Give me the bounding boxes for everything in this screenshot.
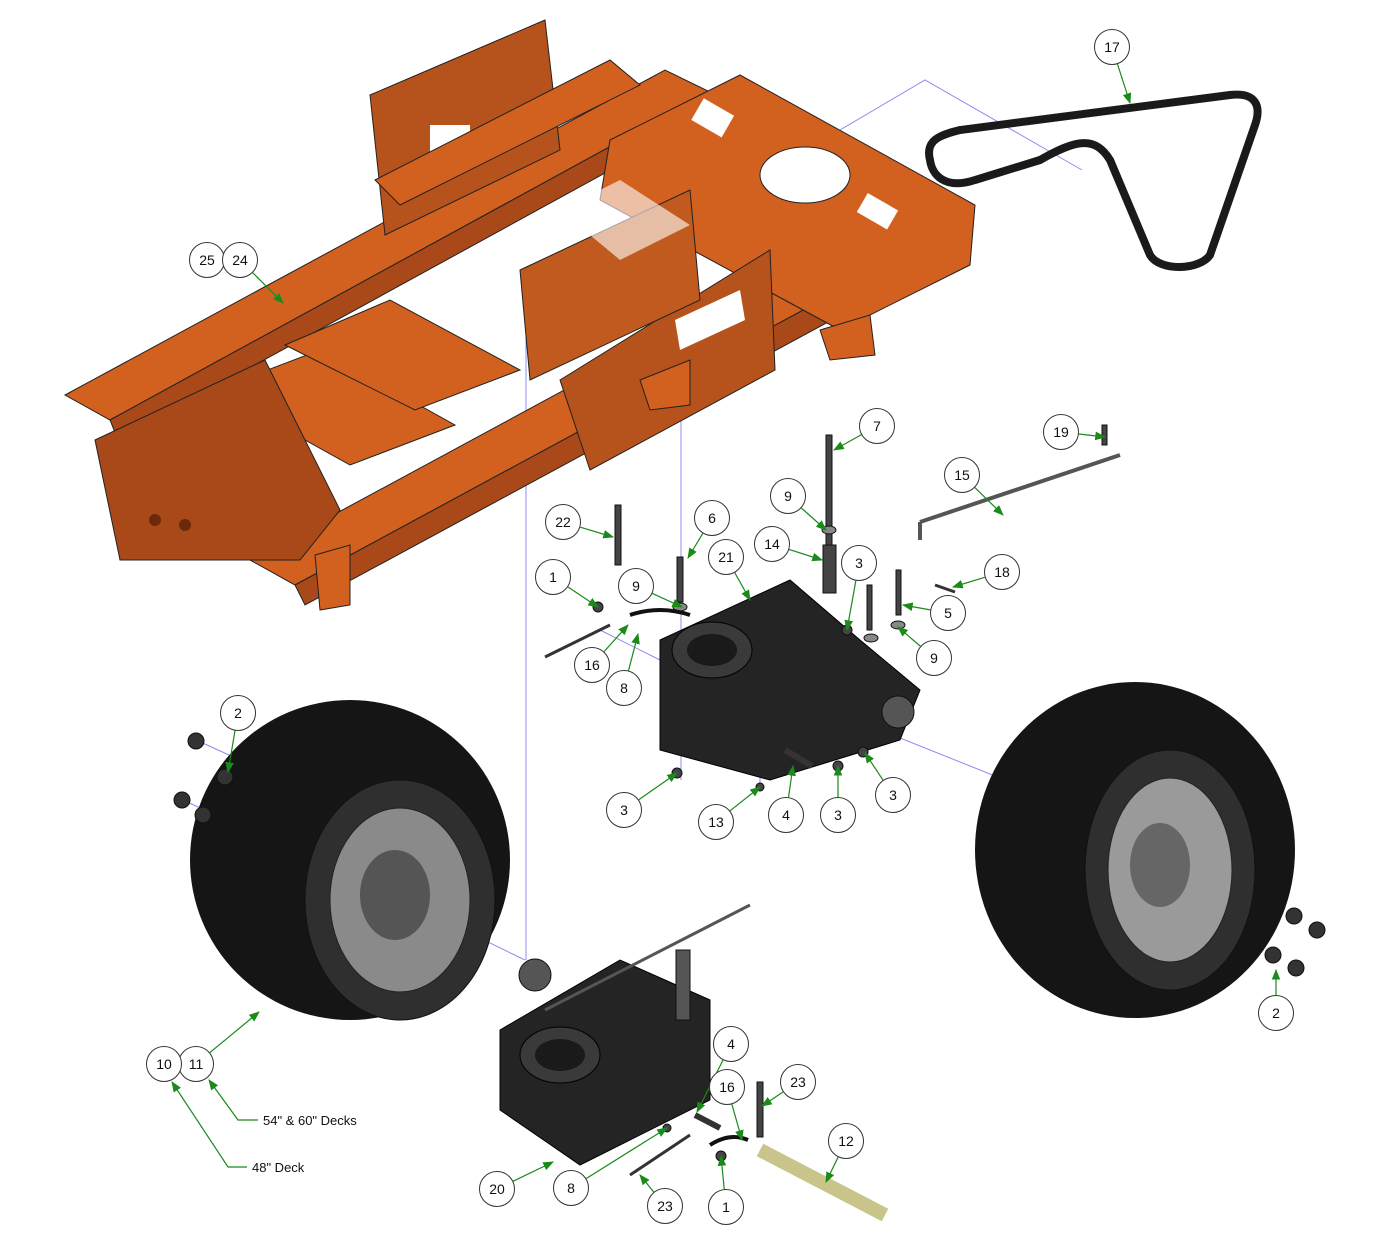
- callout-22[interactable]: 22: [545, 504, 581, 540]
- callout-23[interactable]: 23: [780, 1064, 816, 1100]
- callout-16[interactable]: 16: [574, 647, 610, 683]
- right-rear-tire: [975, 682, 1295, 1018]
- deck-size-note: 54" & 60" Decks: [263, 1113, 357, 1128]
- hardware-parts: [544, 424, 1121, 1222]
- callout-2[interactable]: 2: [1258, 995, 1294, 1031]
- callout-10[interactable]: 10: [146, 1046, 182, 1082]
- callout-9[interactable]: 9: [770, 478, 806, 514]
- callout-1[interactable]: 1: [535, 559, 571, 595]
- callout-24[interactable]: 24: [222, 242, 258, 278]
- callout-leader-lines: [171, 63, 1281, 1193]
- left-rear-tire: [190, 700, 510, 1021]
- callout-1[interactable]: 1: [708, 1189, 744, 1225]
- drive-belt: [925, 90, 1262, 271]
- callout-7[interactable]: 7: [859, 408, 895, 444]
- deck-size-note: 48" Deck: [252, 1160, 305, 1175]
- callout-5[interactable]: 5: [930, 595, 966, 631]
- left-transaxle: [499, 903, 751, 1166]
- callout-25[interactable]: 25: [189, 242, 225, 278]
- callout-9[interactable]: 9: [916, 640, 952, 676]
- callout-15[interactable]: 15: [944, 457, 980, 493]
- callout-8[interactable]: 8: [606, 670, 642, 706]
- callout-3[interactable]: 3: [606, 792, 642, 828]
- callout-13[interactable]: 13: [698, 804, 734, 840]
- callout-3[interactable]: 3: [875, 777, 911, 813]
- callout-3[interactable]: 3: [841, 545, 877, 581]
- right-lug-nuts: [1264, 907, 1326, 977]
- callout-20[interactable]: 20: [479, 1171, 515, 1207]
- callout-11[interactable]: 11: [178, 1046, 214, 1082]
- callout-4[interactable]: 4: [768, 797, 804, 833]
- right-transaxle: [659, 579, 921, 781]
- left-lug-nuts: [173, 732, 234, 824]
- callout-8[interactable]: 8: [553, 1170, 589, 1206]
- callout-18[interactable]: 18: [984, 554, 1020, 590]
- callout-14[interactable]: 14: [754, 526, 790, 562]
- callout-4[interactable]: 4: [713, 1026, 749, 1062]
- callout-23[interactable]: 23: [647, 1188, 683, 1224]
- chassis-frame: [63, 19, 976, 611]
- callout-16[interactable]: 16: [709, 1069, 745, 1105]
- callout-9[interactable]: 9: [618, 568, 654, 604]
- callout-17[interactable]: 17: [1094, 29, 1130, 65]
- callout-3[interactable]: 3: [820, 797, 856, 833]
- callout-2[interactable]: 2: [220, 695, 256, 731]
- callout-6[interactable]: 6: [694, 500, 730, 536]
- callout-12[interactable]: 12: [828, 1123, 864, 1159]
- callout-19[interactable]: 19: [1043, 414, 1079, 450]
- callout-21[interactable]: 21: [708, 539, 744, 575]
